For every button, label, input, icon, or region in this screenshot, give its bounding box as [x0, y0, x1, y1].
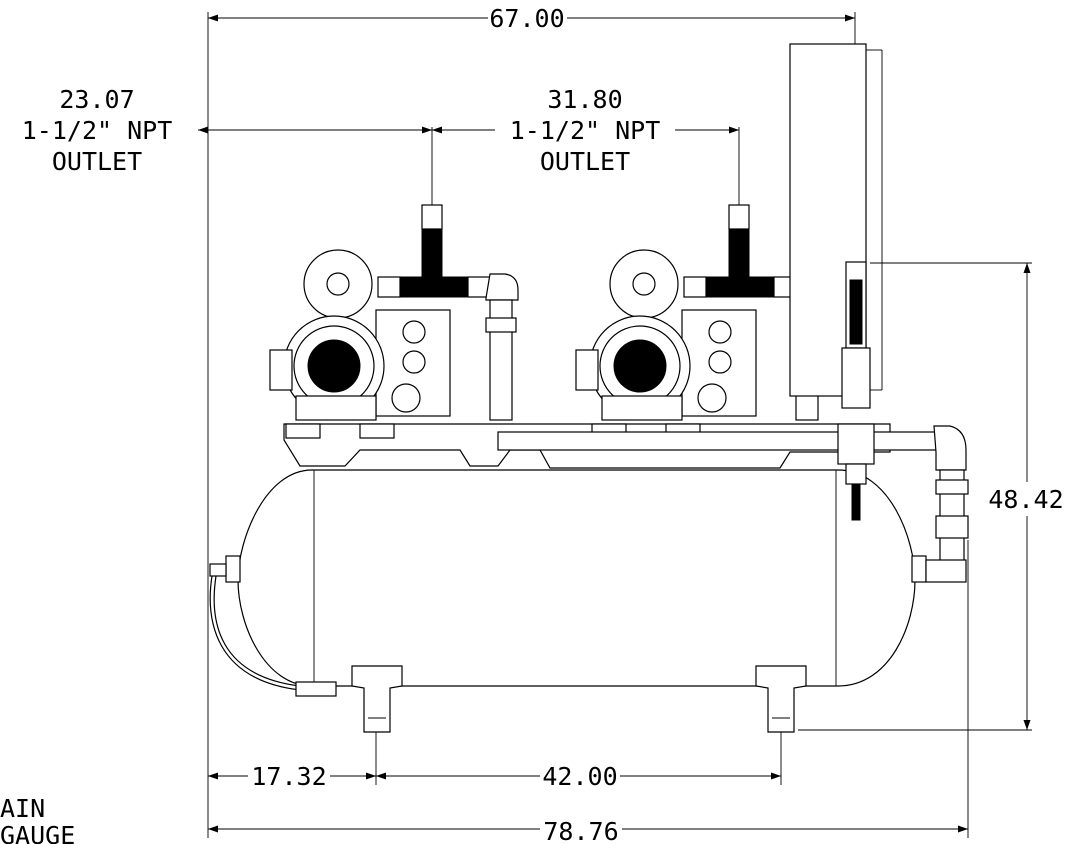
vacuum-pump-left — [269, 249, 451, 421]
dimension-overall-top: 67.00 — [208, 4, 855, 33]
dim-outlet-left-label: OUTLET — [52, 147, 142, 176]
tank-leg-left — [351, 665, 403, 733]
dim-outlet-right-label: OUTLET — [540, 147, 630, 176]
tank-leg-right — [755, 665, 807, 733]
vacuum-pump-right — [575, 249, 757, 421]
callout-drain-text: AIN — [0, 794, 45, 823]
dim-outlet-left-value: 23.07 — [59, 85, 134, 114]
dimension-outlet-right: 31.80 1-1/2" NPT OUTLET — [432, 85, 739, 176]
dim-leg-offset-label: 17.32 — [251, 762, 326, 791]
outlet-piping-left — [377, 204, 519, 421]
dimension-outlet-left: 23.07 1-1/2" NPT OUTLET — [22, 85, 432, 176]
callout-gauge-text: GAUGE — [0, 821, 75, 844]
dim-leg-spacing-label: 42.00 — [542, 762, 617, 791]
control-panel — [789, 43, 883, 397]
dimension-leg-spacing: 42.00 — [376, 762, 781, 791]
dimension-height: 48.42 — [988, 263, 1064, 730]
dimension-overall-bottom: 78.76 — [208, 817, 968, 844]
dim-overall-bottom-label: 78.76 — [543, 817, 618, 844]
dimension-leg-offset: 17.32 — [208, 762, 376, 791]
dim-outlet-left-size: 1-1/2" NPT — [22, 116, 173, 145]
drain-gauge-callout: AIN GAUGE — [0, 794, 75, 844]
dim-outlet-right-size: 1-1/2" NPT — [510, 116, 661, 145]
manifold-header — [497, 425, 969, 583]
vacuum-gauge-assembly — [837, 261, 875, 521]
dim-height-label: 48.42 — [988, 485, 1063, 514]
dim-overall-top-label: 67.00 — [489, 4, 564, 33]
receiver-tank — [209, 469, 927, 697]
dim-outlet-right-value: 31.80 — [547, 85, 622, 114]
